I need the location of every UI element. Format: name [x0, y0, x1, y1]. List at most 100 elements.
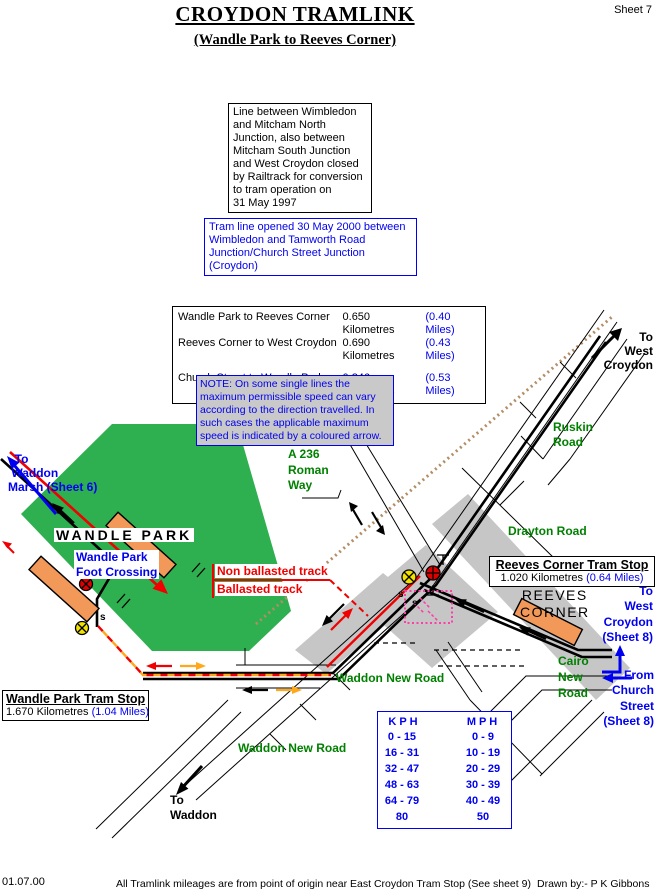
kph-range: 48 - 63	[384, 779, 420, 791]
junction-dashed-lines	[374, 642, 524, 667]
wandle-park-label: WANDLE PARK	[54, 527, 195, 543]
signal-s-label: s	[100, 612, 106, 623]
navigation-arrows	[7, 328, 632, 795]
mileage-name: Reeves Corner to West Croydon	[178, 337, 337, 349]
kph-range: 32 - 47	[384, 763, 420, 775]
to-waddon-label: To Waddon	[170, 793, 217, 822]
speed-line-swatch	[425, 800, 459, 803]
drayton-road-label: Drayton Road	[508, 524, 587, 538]
stop-km: 1.670 Kilometres	[6, 706, 89, 718]
footer-drawn-by: Drawn by:- P K Gibbons	[537, 878, 650, 890]
speed-line-swatch	[425, 816, 459, 819]
wandle-park-platform-south	[28, 555, 100, 623]
closure-note-box: Line between Wimbledon and Mitcham North…	[228, 103, 372, 213]
speed-key-row: 64 - 79 40 - 49	[380, 793, 509, 809]
to-west-croydon-sheet8-arrow-icon	[602, 652, 622, 674]
signal-s-label: s	[398, 589, 404, 600]
kph-range: 80	[395, 811, 409, 823]
track-label-leaders	[212, 564, 369, 617]
orange-arrow-east-icon	[196, 662, 206, 670]
reeves-corner-platform	[512, 597, 584, 647]
crossing-pink-box	[404, 590, 453, 624]
mileage-miles: (0.40 Miles)	[425, 311, 455, 336]
from-church-street-label: From Church Street (Sheet 8)	[603, 668, 654, 729]
tram-track-dashed-red-orange	[97, 625, 331, 677]
a236-roman-way-label: A 236 Roman Way	[288, 447, 329, 492]
non-ballasted-track-label: Non ballasted track	[215, 564, 330, 578]
to-waddon-marsh-arrow-icon	[7, 456, 20, 470]
from-church-street-arrow-icon	[602, 673, 613, 683]
reeves-corner-stop-box: Reeves Corner Tram Stop 1.020 Kilometres…	[489, 556, 655, 587]
speed-key-table: K P H M P H 0 - 15 0 - 9 16 - 31 10 - 19…	[377, 711, 512, 829]
ballasted-track-label: Ballasted track	[215, 582, 305, 596]
stop-title: Reeves Corner Tram Stop	[495, 558, 649, 572]
mileage-miles: (0.53 Miles)	[425, 372, 455, 397]
mph-range: 50	[476, 811, 490, 823]
black-arrow-reeves2-icon	[519, 627, 531, 636]
red-arrow-northeast-icon	[342, 608, 353, 619]
footer-date: 01.07.00	[2, 876, 45, 888]
speed-line-swatch	[425, 768, 459, 771]
header: CROYDON TRAMLINK (Wandle Park to Reeves …	[60, 2, 530, 49]
mph-range: 20 - 29	[465, 763, 501, 775]
direction-arrows	[2, 502, 547, 694]
signal-s-label: s	[412, 598, 418, 609]
table-row: Wandle Park to Reeves Corner 0.650 Kilom…	[178, 311, 481, 337]
speed-key-row: 32 - 47 20 - 29	[380, 761, 509, 777]
mileage-km: 0.650 Kilometres	[342, 311, 395, 336]
waddon-new-road-lower-label: Waddon New Road	[238, 741, 347, 755]
speed-note-box: NOTE: On some single lines the maximum p…	[196, 375, 394, 446]
stop-title: Wandle Park Tram Stop	[6, 692, 146, 706]
mph-range: 10 - 19	[465, 747, 501, 759]
page-title: CROYDON TRAMLINK	[175, 2, 415, 26]
speed-line-swatch	[425, 752, 459, 755]
kph-range: 0 - 15	[387, 731, 417, 743]
red-arrow-west-icon	[146, 662, 156, 670]
black-arrow-southwest-icon	[322, 615, 333, 626]
page-subtitle: (Wandle Park to Reeves Corner)	[193, 32, 397, 48]
wandle-park-stop-box: Wandle Park Tram Stop 1.670 Kilometres (…	[2, 690, 149, 721]
black-arrow-west-icon	[242, 686, 252, 694]
signals	[74, 565, 441, 636]
mileage-miles: (0.43 Miles)	[425, 337, 455, 362]
to-west-croydon-top-label: To West Croydon	[603, 330, 653, 372]
stop-miles: (0.64 Miles)	[586, 572, 644, 584]
speed-key-row: 80 50	[380, 809, 509, 825]
mph-range: 30 - 39	[465, 779, 501, 791]
mileage-name: Wandle Park to Reeves Corner	[178, 311, 330, 323]
foot-crossing-label: Wandle Park Foot Crossing	[74, 550, 160, 579]
speed-line-swatch	[425, 784, 459, 787]
kph-range: 64 - 79	[384, 795, 420, 807]
to-waddon-arrow-icon	[176, 782, 189, 795]
black-arrow-westbound-icon	[52, 503, 64, 515]
road-arrow-north-icon	[349, 502, 358, 512]
waddon-new-road-upper-label: Waddon New Road	[336, 671, 445, 685]
speed-key-row: 48 - 63 30 - 39	[380, 777, 509, 793]
speed-key-row: 0 - 15 0 - 9	[380, 729, 509, 745]
footer-note: All Tramlink mileages are from point of …	[116, 878, 531, 890]
table-row: Reeves Corner to West Croydon 0.690 Kilo…	[178, 337, 481, 363]
road-arrow-south-icon	[376, 525, 385, 535]
kph-header: K P H	[388, 715, 418, 728]
stop-km: 1.020 Kilometres	[500, 572, 583, 584]
orange-arrow-east2-icon	[292, 686, 302, 694]
reeves-corner-name-label: REEVES CORNER	[520, 587, 590, 620]
opening-note-box: Tram line opened 30 May 2000 between Wim…	[204, 218, 417, 276]
stop-miles: (1.04 Miles)	[91, 706, 150, 718]
mph-range: 40 - 49	[465, 795, 501, 807]
ruskin-road-label: Ruskin Road	[553, 420, 594, 449]
kph-range: 16 - 31	[384, 747, 420, 759]
speed-line-swatch	[425, 736, 459, 739]
red-arrow-eastbound-icon	[152, 579, 168, 594]
mileage-km: 0.690 Kilometres	[342, 337, 395, 362]
speed-key-row: 16 - 31 10 - 19	[380, 745, 509, 761]
to-west-croydon-sheet8-label: To West Croydon (Sheet 8)	[602, 584, 653, 644]
cairo-new-road-label: Cairo New Road	[558, 654, 589, 700]
mph-header: M P H	[466, 715, 498, 728]
to-west-croydon-arrow-icon	[609, 328, 622, 341]
to-waddon-marsh-label: To Waddon Marsh (Sheet 6)	[8, 452, 98, 494]
mph-range: 0 - 9	[471, 731, 494, 743]
red-arrow-left-edge-icon	[2, 541, 12, 549]
crossing-gate-ticks	[116, 554, 449, 609]
